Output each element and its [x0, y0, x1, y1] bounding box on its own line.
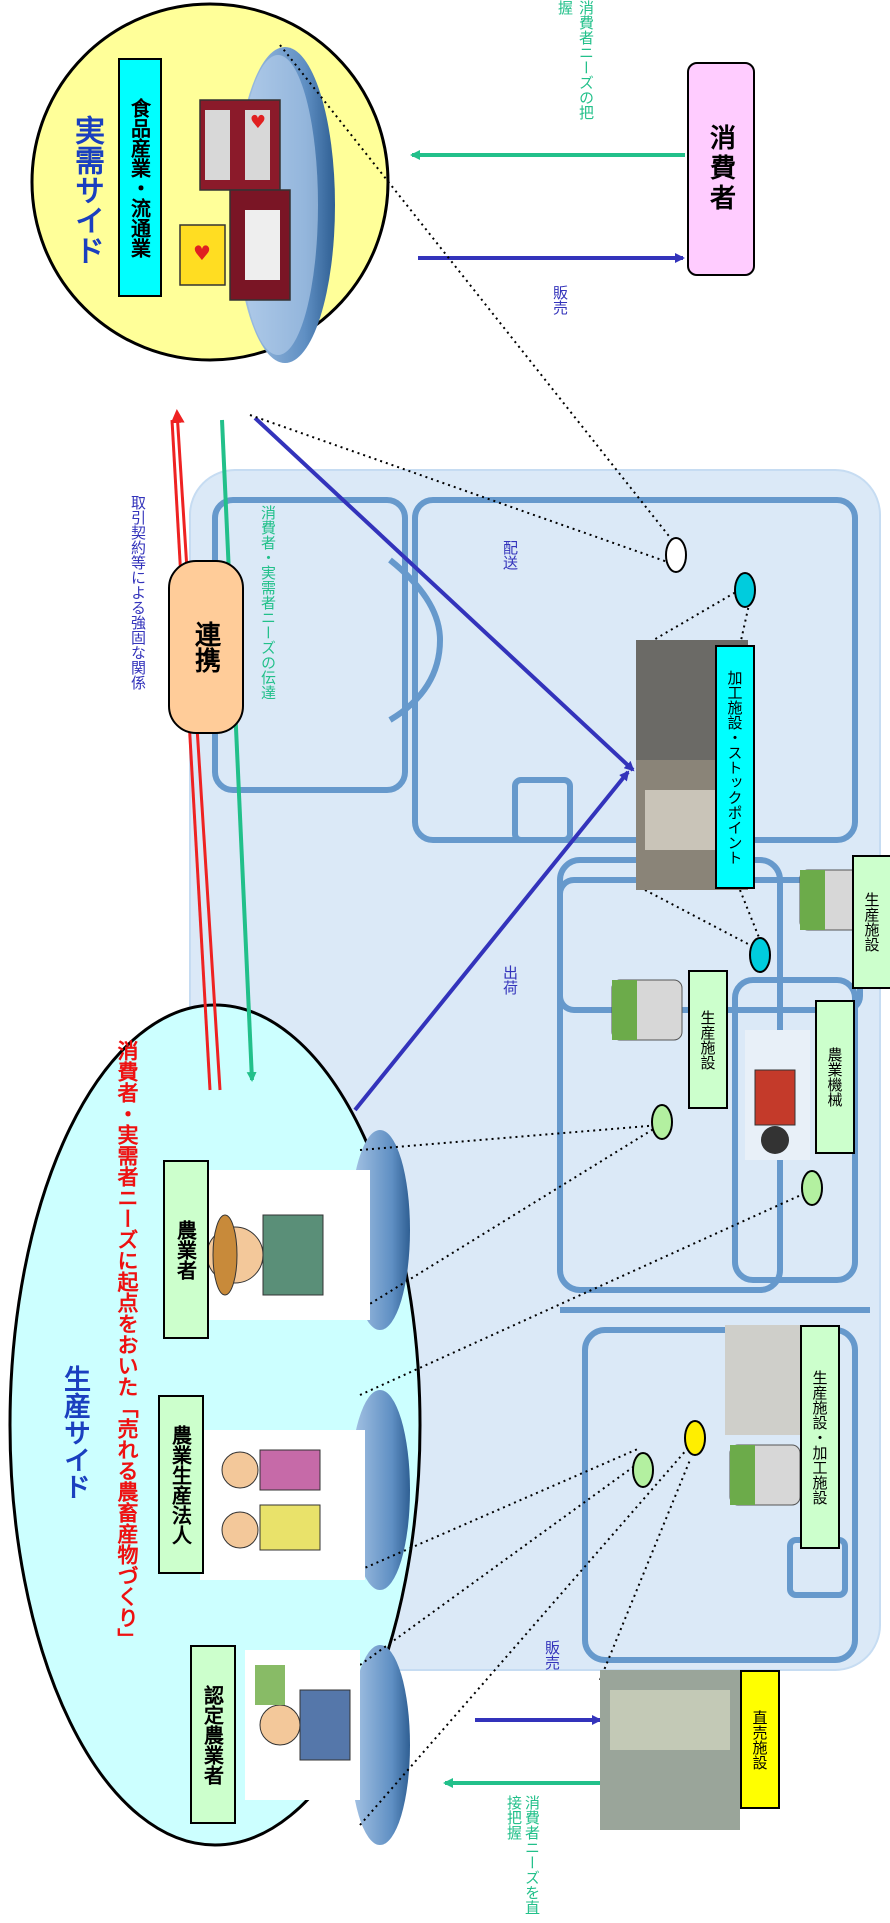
- contract-label: 取引契約等による強固な関係: [129, 495, 147, 690]
- renkei-badge: 連携: [168, 560, 244, 734]
- svg-text:♥: ♥: [250, 112, 266, 133]
- food-industry-label: 食品産業・流通業: [118, 58, 162, 297]
- supply-slogan: 消費者・実需者ニーズに起点をおいた「売れる農畜産物づくり」: [115, 1040, 139, 1649]
- shipping-arrow: [353, 770, 630, 1112]
- supply-side-title: 生産サイド: [59, 1365, 90, 1500]
- svg-text:♥: ♥: [193, 241, 211, 265]
- production-processing-label: 生産施設・加工施設: [800, 1325, 840, 1549]
- needs-transmit-label: 消費者・実需者ニーズの伝達: [259, 505, 277, 700]
- needs-transmit-arrow: [220, 419, 257, 1082]
- delivery-arrow: [253, 416, 635, 772]
- processing-stock-label: 加工施設・ストックポイント: [715, 645, 755, 889]
- direct-sales-label: 直売施設: [740, 1670, 780, 1809]
- consumer-needs-label: 消費者ニーズの把握: [556, 0, 595, 120]
- delivery-label: 配送: [501, 540, 519, 570]
- dotted-connections: [249, 44, 813, 1826]
- actor-farmer: 農業者: [163, 1160, 209, 1339]
- machinery-label: 農業機械: [815, 1000, 855, 1154]
- corporation-illustration: [200, 1430, 365, 1580]
- store-icon: ♥ ♥: [179, 99, 291, 301]
- contract-arrow: [170, 419, 212, 1091]
- consumer-box: 消費者: [687, 62, 755, 276]
- sales-top-label: 販売: [551, 285, 569, 315]
- certified-farmer-illustration: [245, 1650, 360, 1800]
- actor-corporation: 農業生産法人: [158, 1395, 204, 1574]
- production-facility-2-label: 生産施設: [852, 855, 890, 989]
- location-markers: [632, 537, 823, 1488]
- shipping-label: 出荷: [501, 965, 519, 995]
- production-facility-1-label: 生産施設: [688, 970, 728, 1109]
- facility-photos: [600, 640, 800, 1830]
- direct-needs-label: 消費者ニーズを直接把握: [505, 1795, 541, 1915]
- tractor-illustration: [745, 1030, 810, 1160]
- demand-side-title: 実需サイド: [69, 115, 104, 265]
- actor-certified-farmer: 認定農業者: [190, 1645, 236, 1824]
- sales-bottom-label: 販売: [543, 1640, 561, 1670]
